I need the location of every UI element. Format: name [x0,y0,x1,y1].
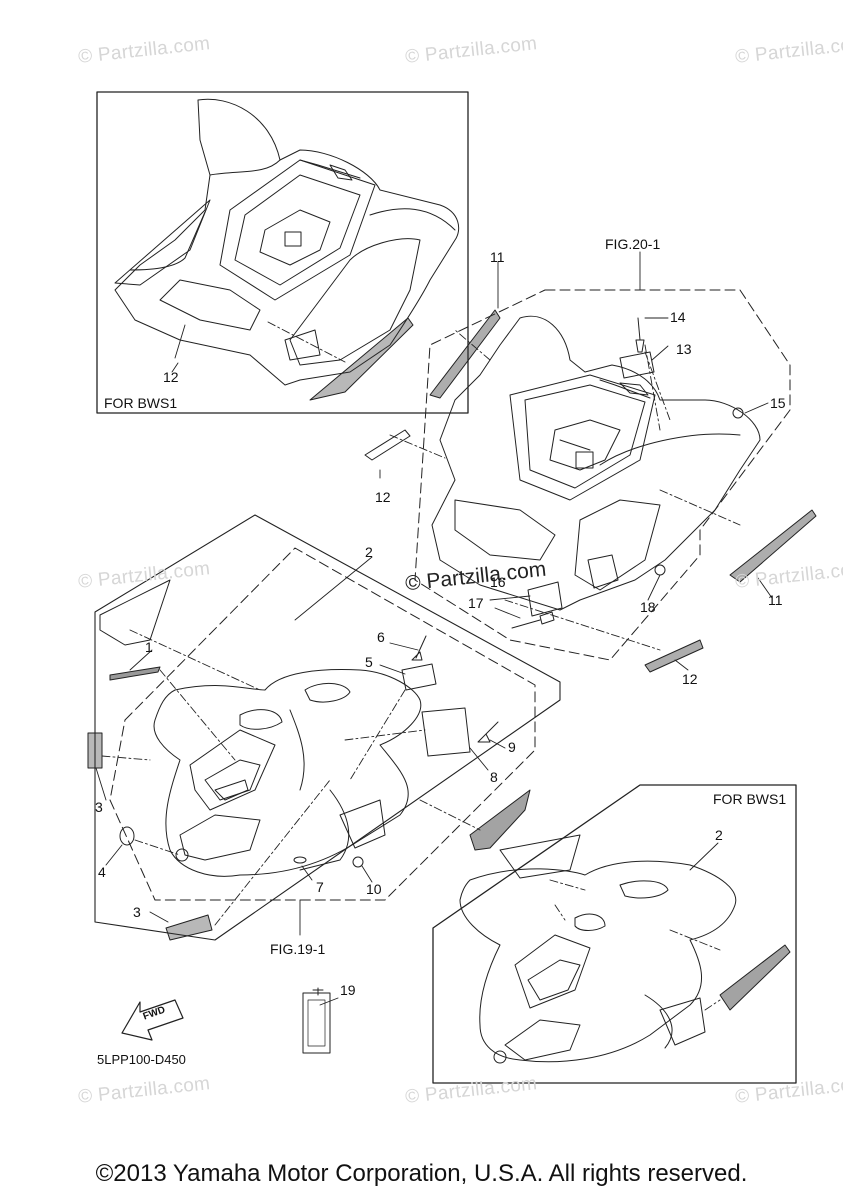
callout-11: 11 [490,249,505,265]
copyright-notice: ©2013 Yamaha Motor Corporation, U.S.A. A… [95,1160,748,1187]
decal-11-right [729,509,817,583]
bws1-front-right-decal [719,944,791,1011]
callout-9: 9 [508,739,516,755]
part-13-plate [619,351,655,379]
bws1-right-decal [309,317,414,401]
fig19-reference: FIG.19-1 [270,941,326,957]
part-5-plate [401,663,437,691]
callout-2: 2 [365,544,373,560]
callout-16: 16 [490,574,506,590]
decal-12-upper [364,429,411,461]
bws1-front-box [432,784,797,1084]
fig19-dashed-group [109,547,536,901]
callout-11: 11 [768,592,783,608]
bws1-rear-box-label: FOR BWS1 [104,395,178,411]
part-code: 5LPP100-D450 [97,1052,186,1067]
callout-3: 3 [133,904,141,920]
decal-3-upper [87,732,103,769]
callout-5: 5 [365,654,373,670]
callout-1: 1 [145,639,153,655]
callout-19: 19 [340,982,356,998]
front-outer-box [94,514,561,941]
fig20-reference: FIG.20-1 [605,236,661,252]
bws1-rear-box [96,91,469,414]
part-9-screw [477,721,499,743]
bws1-left-decal [114,199,211,286]
bws1-front-box-label: FOR BWS1 [713,791,787,807]
part-15-grommet [732,407,744,419]
callout-4: 4 [98,864,106,880]
fwd-arrow-icon [121,999,184,1041]
part-6-screw [411,635,427,661]
callout-15: 15 [770,395,786,411]
decal-11-left [429,309,501,399]
bws1-front-left-decal [499,834,581,879]
callout-12: 12 [682,671,698,687]
callout-10: 10 [366,881,382,897]
decal-3-lower [165,914,213,941]
callout-12: 12 [375,489,391,505]
callout-14: 14 [670,309,686,325]
bws1-front-fender [459,860,737,1064]
callout-7: 7 [316,879,324,895]
front-fender [153,669,422,877]
callout-2: 2 [715,827,723,843]
part-14-screw [635,317,645,353]
front-left-decal [99,579,171,646]
part-7-grommet [293,856,307,864]
fig20-dashed-group [414,289,791,661]
callout-6: 6 [377,629,385,645]
part-17-screw [511,611,555,629]
part-8-plate [421,707,471,757]
part-19-tag [302,992,331,1054]
callout-12: 12 [163,369,179,385]
callout-3: 3 [95,799,103,815]
part-16-plate [527,581,563,617]
part-4-emblem [119,826,135,846]
callout-17: 17 [468,595,484,611]
rear-fender [431,315,761,611]
callout-8: 8 [490,769,498,785]
decal-12-lower [644,639,704,673]
part-18-grommet [654,564,666,576]
decal-1 [109,666,161,681]
callout-13: 13 [676,341,692,357]
part-10-grommet [352,856,364,868]
bws1-rear-fender [114,98,460,386]
front-right-decal [469,789,531,851]
callout-18: 18 [640,599,656,615]
